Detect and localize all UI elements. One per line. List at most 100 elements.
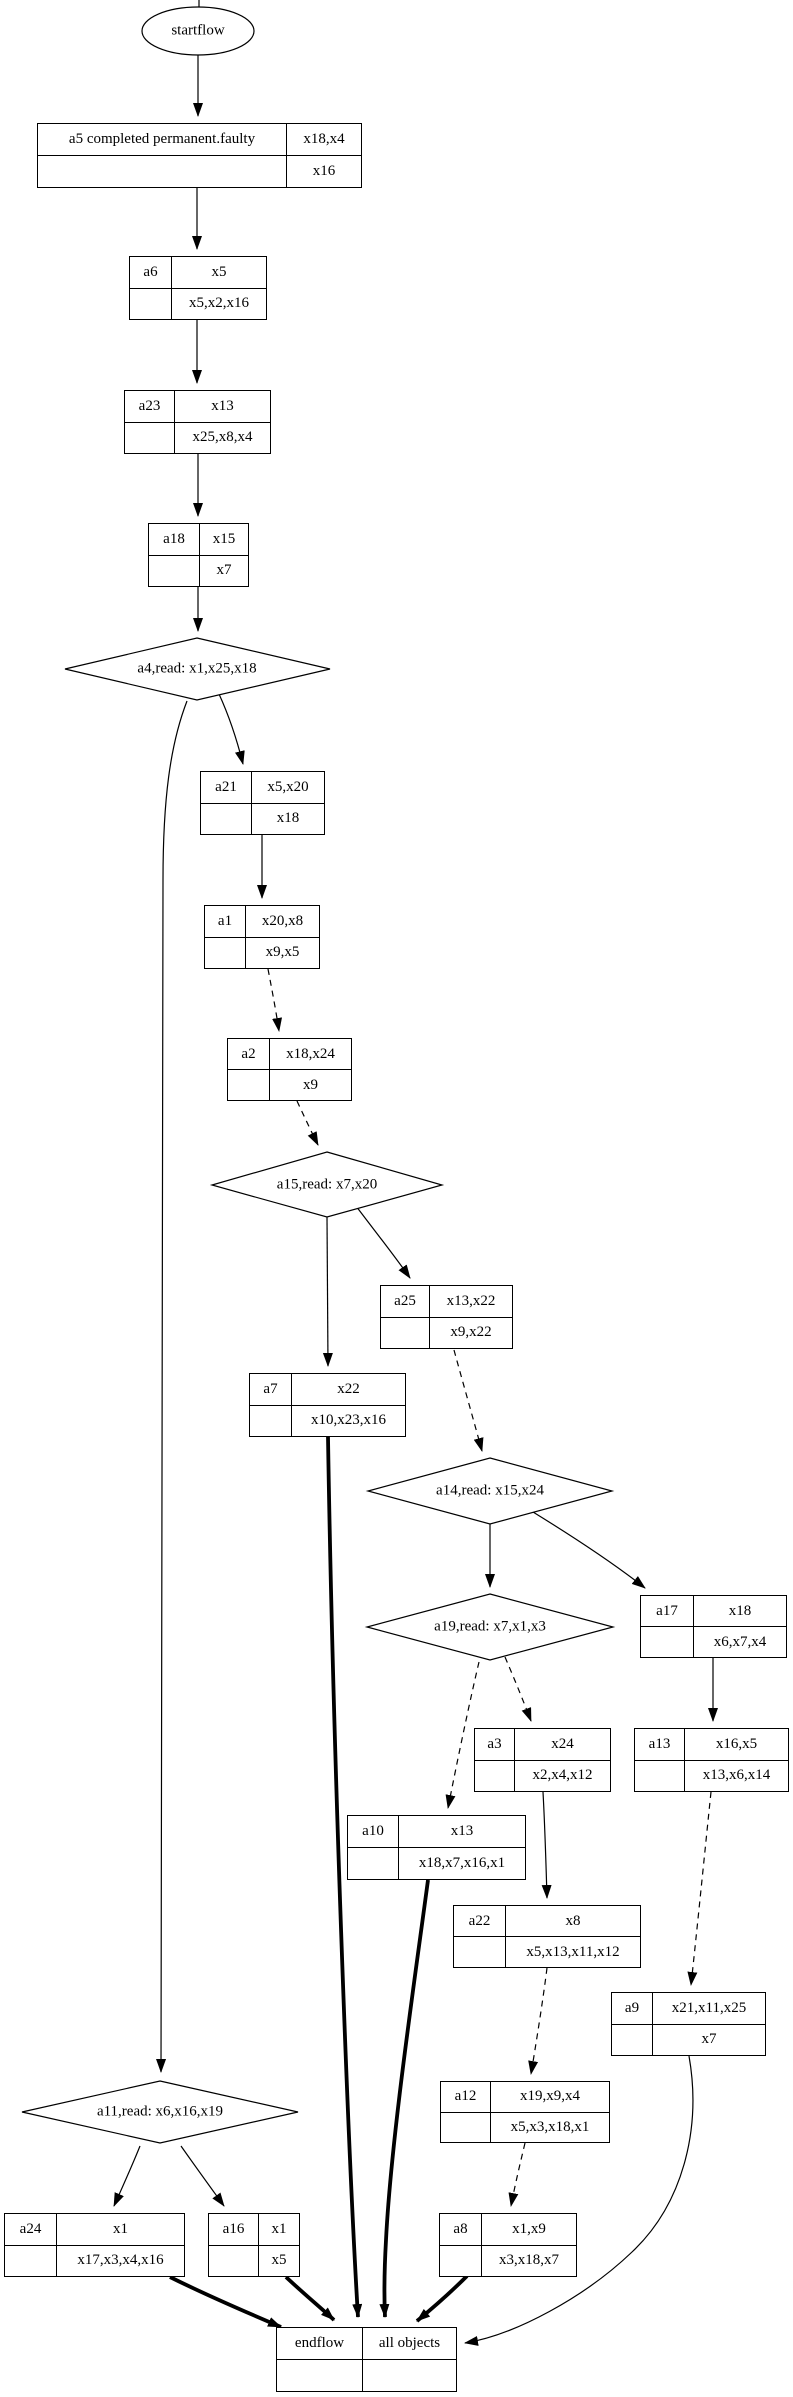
node-a21-cell: x18 [276, 810, 300, 827]
node-a24-cell: x1 [113, 2220, 128, 2237]
node-a24-cell: x17,x3,x4,x16 [77, 2252, 164, 2269]
node-a18-cell: x7 [216, 562, 232, 579]
node-a3-cell: x24 [551, 1735, 574, 1752]
node-a11-label: a11,read: x6,x16,x19 [96, 2103, 224, 2120]
node-a17-cell: x18 [728, 1602, 752, 1619]
node-a3-cell [475, 1760, 515, 1791]
node-a12-cell [441, 2112, 491, 2142]
node-a16-cell: x1 [271, 2220, 287, 2237]
edge-a16-endflow [284, 2275, 336, 2322]
node-a9-cell [612, 2024, 653, 2055]
node-endflow-cell [363, 2360, 456, 2391]
node-a9-cell: a9 [612, 1993, 653, 2024]
node-a13-cell: a13 [635, 1729, 685, 1760]
edge-a8-endflow [415, 2274, 469, 2323]
node-a25-cell: a25 [381, 1286, 430, 1317]
node-a22-cell: x5,x13,x11,x12 [526, 1943, 620, 1960]
node-a23-cell [125, 422, 175, 453]
node-a2-cell [228, 1070, 270, 1100]
node-a7-cell: a7 [250, 1374, 292, 1405]
node-a16-cell: a16 [209, 2214, 259, 2245]
node-a1-cell [205, 937, 246, 968]
node-a3-cell: x2,x4,x12 [532, 1767, 593, 1784]
node-a18-cell: a18 [149, 524, 200, 555]
node-a7-cell: x10,x23,x16 [311, 1412, 386, 1429]
node-a10-cell: x13 [450, 1823, 474, 1839]
node-a13-cell: x16,x5 [715, 1735, 758, 1752]
node-a23-cell: x25,x8,x4 [192, 429, 253, 446]
node-a17-cell [641, 1627, 694, 1657]
node-startflow-shape [141, 6, 255, 56]
node-a8-cell: x3,x18,x7 [499, 2252, 559, 2269]
node-a17-cell: a17 [641, 1596, 694, 1626]
node-a21-cell [201, 803, 252, 834]
node-a9-cell: x21,x11,x25 [671, 1999, 747, 2016]
node-endflow-cell: all objects [378, 2335, 441, 2351]
node-a4-label: a4,read: x1,x25,x18 [137, 660, 257, 677]
node-a6-cell: x5,x2,x16 [189, 295, 249, 312]
node-a6-cell: a6 [130, 257, 172, 288]
node-a1: a1 x20,x8 x9,x5 [204, 905, 320, 969]
edge-a15-a7 [322, 1216, 333, 1367]
node-startflow-label: startflow [171, 22, 225, 39]
node-a10-cell: a10 [348, 1816, 399, 1847]
edge-a22-a12 [528, 1967, 548, 2075]
node-a15-label: a15,read: x7,x20 [276, 1176, 378, 1193]
node-a13-cell [635, 1760, 685, 1791]
node-a24-cell [5, 2245, 57, 2276]
edge-a24-endflow [169, 2275, 282, 2329]
node-a10-cell: x18,x7,x16,x1 [418, 1855, 506, 1871]
node-a1-cell: x9,x5 [265, 944, 300, 961]
edge-a25-a14 [453, 1349, 484, 1452]
node-endflow: endflow all objects [276, 2327, 457, 2392]
edge-a1-a2 [267, 968, 283, 1032]
node-a6-cell: x5 [211, 263, 227, 280]
node-a22-cell: x8 [565, 1912, 581, 1929]
node-a25-cell [381, 1317, 430, 1348]
node-a2-cell: x18,x24 [286, 1045, 335, 1062]
edge-a11-a16 [180, 2145, 225, 2207]
node-a7-cell: x22 [337, 1380, 360, 1397]
node-a5-cell: x18,x4 [303, 131, 345, 147]
node-a1-cell: x20,x8 [261, 912, 304, 929]
node-a8-cell [440, 2245, 482, 2276]
edge-a13-a9 [687, 1791, 712, 1986]
edge-a14-a17 [532, 1511, 646, 1589]
edge-a15-a25 [355, 1205, 411, 1279]
node-a10: a10 x13 x18,x7,x16,x1 [347, 1815, 526, 1880]
edge-a4-a21 [218, 693, 245, 765]
node-a3-cell: a3 [475, 1729, 515, 1760]
node-a14-shape [365, 1457, 615, 1525]
node-endflow-cell [277, 2360, 363, 2391]
edge-a4-a11 [156, 700, 188, 2073]
edge-a10-endflow [379, 1879, 430, 2318]
node-a10-cell [348, 1848, 399, 1879]
node-a12-cell: a12 [441, 2082, 491, 2112]
node-a16-cell [209, 2245, 259, 2276]
node-a1-cell: a1 [205, 906, 246, 937]
node-a5-cell: a5 completed permanent.faulty [38, 124, 287, 155]
node-a22-cell: a22 [454, 1906, 506, 1936]
node-endflow-cell: endflow [277, 2328, 363, 2359]
node-a6: a6 x5 x5,x2,x16 [129, 256, 267, 320]
edge-a7-endflow [326, 1436, 363, 2318]
node-a7: a7 x22 x10,x23,x16 [249, 1373, 406, 1437]
node-a2-cell: a2 [228, 1039, 270, 1069]
edge-a3-a22 [541, 1791, 552, 1899]
edge-a9-endflow [464, 2055, 694, 2346]
node-a3: a3 x24 x2,x4,x12 [474, 1728, 611, 1792]
node-a12-cell: x5,x3,x18,x1 [510, 2118, 590, 2135]
node-a4-shape [64, 637, 331, 701]
